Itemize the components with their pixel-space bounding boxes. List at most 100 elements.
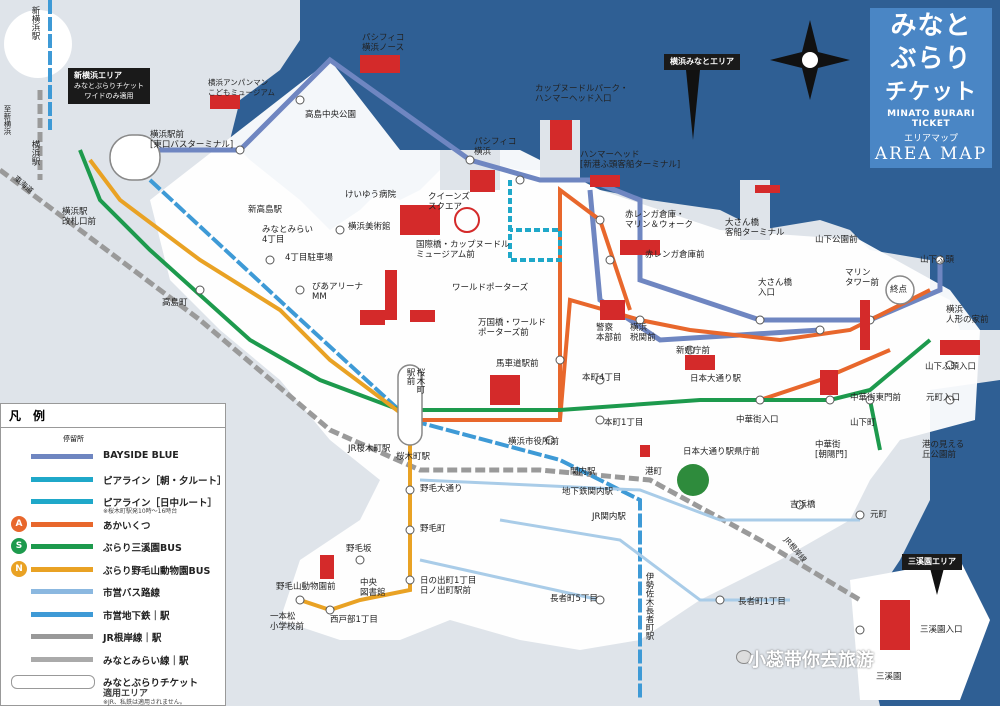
label-chukagai-iriguchi: 中華街入口 bbox=[736, 415, 779, 425]
legend-swatch bbox=[31, 544, 93, 549]
label-shuten: 終点 bbox=[890, 285, 908, 295]
label-takashimacho: 高島町 bbox=[162, 298, 188, 308]
route-nogeyama bbox=[88, 158, 412, 613]
label-cupnoodle-entrance: カップヌードルパーク・ ハンマーヘッド入口 bbox=[535, 84, 629, 104]
legend-swatch bbox=[31, 634, 93, 639]
title-en: MINATO BURARI TICKET bbox=[887, 109, 975, 129]
label-pacifico: パシフィコ 横浜 bbox=[474, 137, 517, 157]
label-keiyu: けいゆう病院 bbox=[345, 190, 397, 200]
title-line1: みなと bbox=[890, 11, 972, 41]
label-chuo-tosho: 中央 図書館 bbox=[360, 578, 386, 598]
legend-row: 市営地下鉄｜駅 bbox=[7, 606, 223, 624]
ticket-title-box: みなと ぶらり チケット MINATO BURARI TICKET エリアマップ… bbox=[870, 8, 992, 168]
minato-callout-arrow bbox=[686, 70, 700, 140]
label-osanbashi: 大さん橋 客船ターミナル bbox=[725, 218, 785, 238]
legend-text: あかいくつ bbox=[103, 520, 151, 532]
callout-shinyokohama: 新横浜エリア みなとぶらりチケット ワイドのみ適用 bbox=[68, 68, 150, 104]
legend-swatch bbox=[31, 589, 93, 594]
label-noge-odori: 野毛大通り bbox=[420, 484, 463, 494]
label-marine-tower: マリン タワー前 bbox=[845, 268, 880, 288]
legend-text: 市営バス路線 bbox=[103, 588, 161, 599]
legend-text: みなとぶらりチケット bbox=[103, 678, 199, 689]
museum-green bbox=[677, 464, 709, 496]
route-pier-line bbox=[508, 180, 562, 262]
label-bankokubashi: 万国橋・ワールド ポーターズ前 bbox=[478, 318, 547, 338]
label-yamashitacho: 山下町 bbox=[850, 418, 876, 428]
legend-row: みなとぶらりチケット適用エリア※JR、私鉄は適用されません。 bbox=[7, 673, 223, 706]
label-shinyokohama: 新横浜駅 bbox=[30, 6, 40, 40]
label-akarenga-mae: 赤レンガ倉庫前 bbox=[645, 250, 705, 260]
legend-row: JR根岸線｜駅 bbox=[7, 628, 223, 646]
label-chukagai-higashi: 中華街東門前 bbox=[850, 393, 902, 403]
label-zeikan: 横浜 税関前 bbox=[630, 323, 656, 343]
title-en2: AREA MAP bbox=[874, 144, 988, 164]
label-akarenga-marine: 赤レンガ倉庫・ マリン＆ウォーク bbox=[625, 210, 694, 230]
label-yokohama-st: 横浜駅 bbox=[30, 140, 40, 166]
legend-row: A あかいくつ bbox=[7, 515, 223, 534]
legend-badge: A bbox=[11, 515, 27, 532]
sankeien-area bbox=[850, 560, 990, 700]
label-takashima-park: 高島中央公園 bbox=[305, 110, 357, 120]
label-osanbashi-entr: 大さん橋 入口 bbox=[758, 278, 793, 298]
legend-text: JR根岸線｜駅 bbox=[103, 633, 162, 644]
legend-row: ピアライン［朝・夕ルート］ bbox=[7, 471, 227, 489]
label-isezaki: 伊勢佐木長者町駅 bbox=[644, 572, 654, 640]
label-minatocho: 港町 bbox=[645, 467, 663, 477]
label-yamashita-iriguchi: 山下ふ頭入口 bbox=[925, 362, 977, 372]
legend-swatch bbox=[31, 611, 93, 617]
label-honcho1: 本町1丁目 bbox=[604, 418, 644, 428]
legend-note: ※桜木町駅発10時〜16時台 bbox=[103, 508, 178, 515]
legend-text: 市営地下鉄｜駅 bbox=[103, 610, 170, 622]
label-minato-mieru: 港の見える 丘公園前 bbox=[922, 440, 965, 460]
label-to-shinyokohama: 至新横浜 bbox=[3, 105, 12, 135]
callout-shinyokohama-note1: みなとぶらりチケット bbox=[74, 82, 144, 90]
label-motomachi-st: 元町 bbox=[870, 510, 888, 520]
label-jr-kannai: JR関内駅 bbox=[592, 512, 626, 522]
yokohama-station bbox=[109, 134, 161, 181]
label-queens: クイーンズ スクエア bbox=[428, 192, 470, 212]
label-nihon-odori: 日本大通り駅 bbox=[690, 374, 742, 384]
label-kannai: 関内駅 bbox=[570, 467, 596, 477]
legend-stop-label: 停留所 bbox=[63, 435, 84, 443]
label-sakuragicho-ekimae: 桜木町 駅前 bbox=[405, 368, 425, 394]
label-honcho4: 本町4丁目 bbox=[582, 373, 622, 383]
shuten-terminal bbox=[885, 275, 915, 305]
legend-row: N ぶらり野毛山動物園BUS bbox=[7, 560, 223, 579]
label-chukagai-nishi: 中華街 [朝陽門] bbox=[815, 440, 848, 460]
label-kannai-chika: 地下鉄関内駅 bbox=[562, 487, 614, 497]
compass bbox=[770, 20, 850, 100]
label-chojamachi1: 長者町1丁目 bbox=[738, 597, 786, 607]
label-nishitobe: 西戸部1丁目 bbox=[330, 615, 378, 625]
legend-swatch bbox=[31, 566, 93, 572]
legend-badge: N bbox=[11, 560, 27, 577]
title-line3: チケット bbox=[884, 80, 977, 105]
legend-swatch bbox=[31, 476, 93, 482]
label-shin-kencho: 新県庁前 bbox=[676, 346, 711, 356]
label-pia-arena: ぴあアリーナ MM bbox=[312, 282, 364, 302]
legend-row: みなとみらい線｜駅 bbox=[7, 651, 223, 669]
label-yokohama-koen: 日本大通り駅県庁前 bbox=[683, 447, 760, 457]
label-motomachi-iriguchi: 元町入口 bbox=[926, 393, 961, 403]
label-bashamichi: 馬車道駅前 bbox=[496, 359, 539, 369]
route-city-bus bbox=[419, 478, 860, 602]
label-parking4: 4丁目駐車場 bbox=[285, 253, 333, 263]
legend-row: ピアライン［日中ルート］※桜木町駅発10時〜16時台 bbox=[7, 493, 223, 515]
legend-text: ぶらり三溪園BUS bbox=[103, 543, 182, 554]
subway-line bbox=[48, 0, 642, 700]
shinyokohama-area bbox=[4, 10, 72, 78]
legend-swatch bbox=[31, 499, 93, 504]
callout-shinyokohama-note2: ワイドのみ適用 bbox=[84, 92, 134, 100]
legend-note: ※JR、私鉄は適用されません。 bbox=[103, 699, 186, 706]
legend-text-2: 適用エリア bbox=[103, 689, 149, 699]
legend-row: 市営バス路線 bbox=[7, 583, 223, 601]
legend-text: ぶらり野毛山動物園BUS bbox=[103, 565, 211, 577]
label-hammerhead: ハンマーヘッド [新港ふ頭客船ターミナル] bbox=[580, 150, 681, 170]
watermark: 小蕊带你去旅游 bbox=[748, 650, 874, 671]
legend-swatch bbox=[31, 656, 93, 662]
legend-swatch bbox=[11, 675, 95, 689]
label-nogecho: 野毛町 bbox=[420, 524, 446, 534]
label-yoshihama: 吉浜橋 bbox=[790, 500, 816, 510]
